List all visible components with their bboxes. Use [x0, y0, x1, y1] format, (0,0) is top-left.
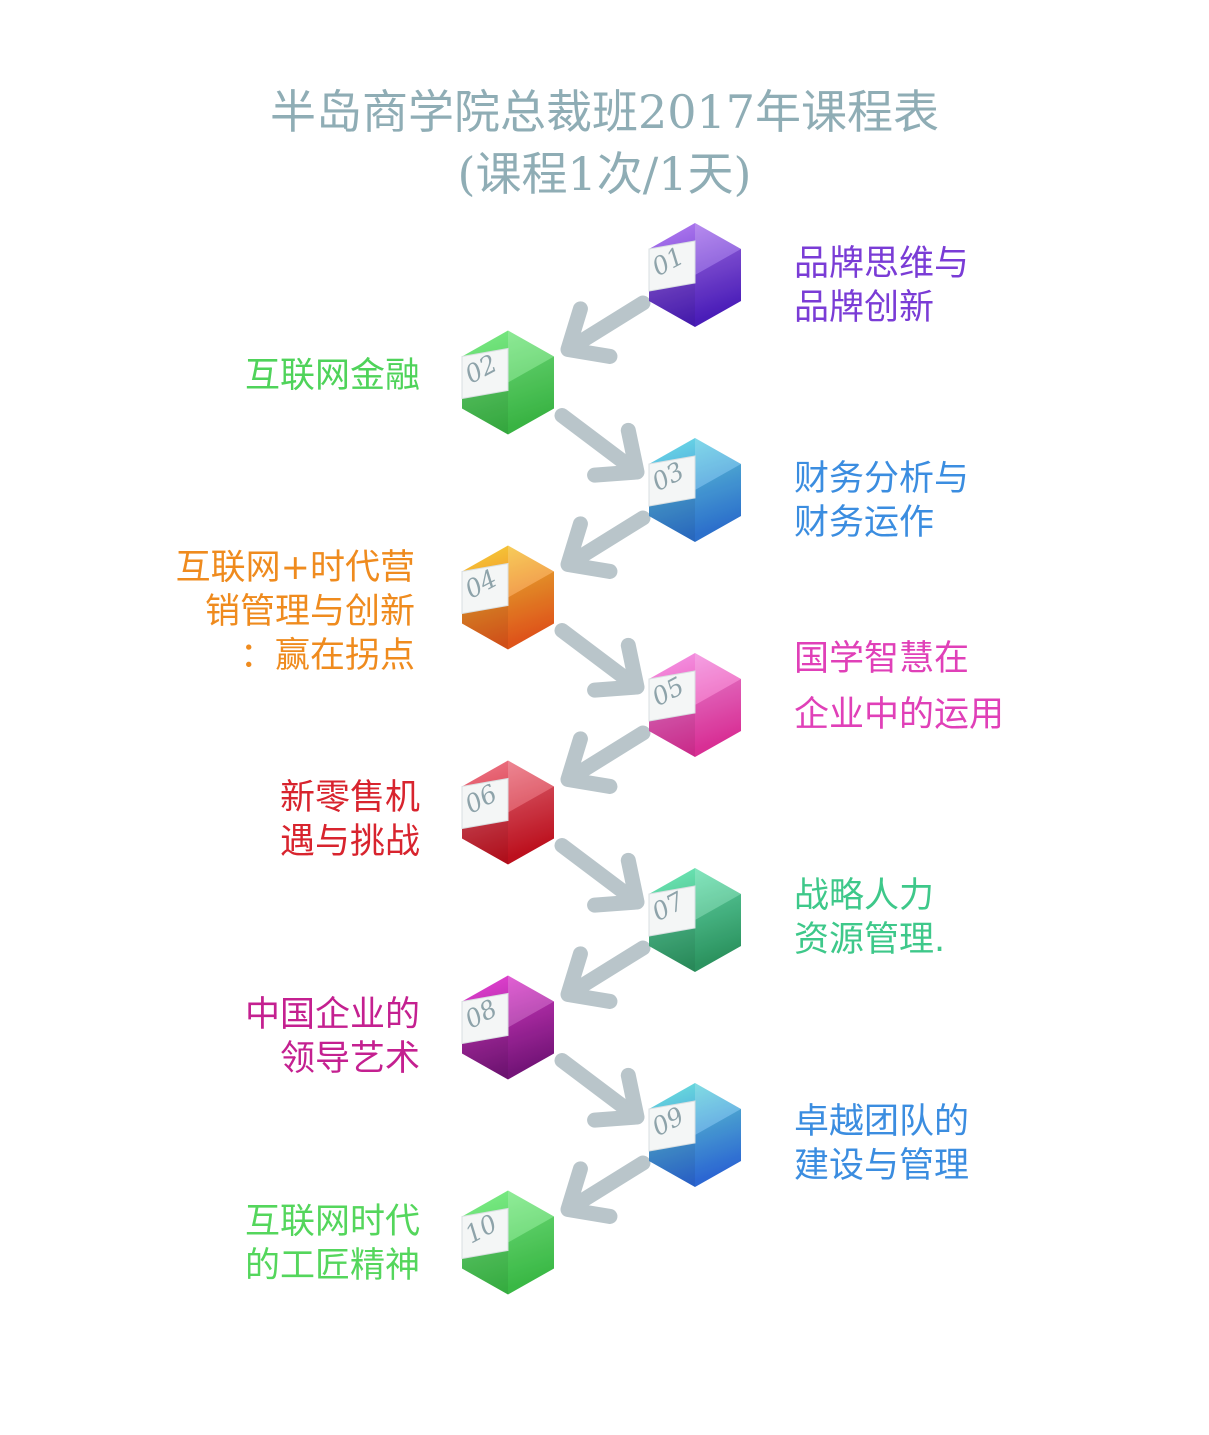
- step-05-label: 国学智慧在 企业中的运用: [794, 639, 1005, 735]
- flow-arrow-2-to-3: [554, 408, 645, 483]
- step-05-cube: [648, 653, 741, 757]
- diagram-title-line-1: 半岛商学院总裁班2017年课程表: [269, 85, 940, 139]
- step-08-label: 中国企业的 领导艺术: [244, 995, 420, 1079]
- flow-arrow-5-to-6: [560, 725, 651, 794]
- step-04-cube: [461, 545, 554, 650]
- step-07-cube: [648, 868, 741, 972]
- flow-arrow-7-to-8: [560, 940, 651, 1009]
- flow-arrow-1-to-2: [560, 295, 651, 364]
- step-09-cube: [648, 1083, 741, 1187]
- flow-arrow-9-to-10: [560, 1155, 651, 1224]
- step-02-cube: [461, 330, 554, 435]
- step-01-cube: [648, 223, 741, 327]
- flow-arrow-4-to-5: [554, 623, 645, 698]
- step-04-label: 互联网+时代营 销管理与创新 ：赢在拐点: [175, 548, 415, 676]
- step-10-cube: [461, 1190, 554, 1295]
- step-08-cube: [461, 975, 554, 1080]
- diagram-title-line-2: (课程1次/1天): [457, 147, 752, 201]
- step-09-label: 卓越团队的 建设与管理: [794, 1102, 970, 1186]
- step-03-cube: [648, 438, 741, 542]
- flow-arrow-8-to-9: [554, 1053, 645, 1128]
- step-03-label: 财务分析与 财务运作: [794, 459, 970, 543]
- step-07-label: 战略人力 资源管理.: [794, 876, 946, 960]
- step-10-label: 互联网时代 的工匠精神: [244, 1202, 420, 1286]
- step-06-label: 新零售机 遇与挑战: [279, 778, 420, 862]
- step-06-cube: [461, 760, 554, 865]
- flow-arrow-6-to-7: [554, 838, 645, 913]
- step-01-label: 品牌思维与 品牌创新: [794, 244, 970, 328]
- step-02-label: 互联网金融: [244, 356, 420, 396]
- flow-arrow-3-to-4: [560, 510, 651, 579]
